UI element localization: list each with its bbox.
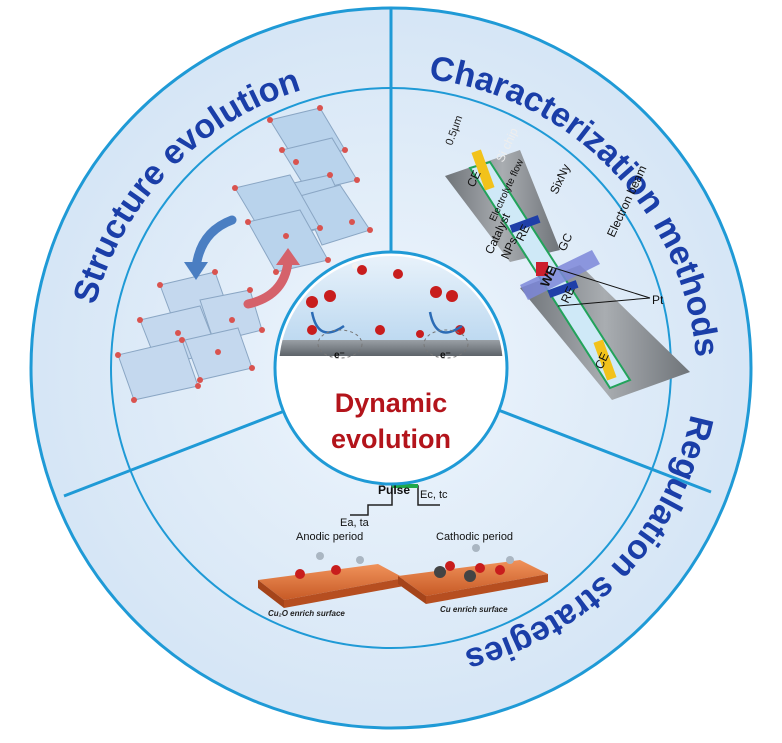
we-electrode xyxy=(536,262,548,276)
cu2o-surface-label: Cu₂O enrich surface xyxy=(268,609,345,618)
re-top-label: RE xyxy=(513,222,533,243)
water-molecules xyxy=(306,263,495,338)
electron-site-left xyxy=(317,329,363,359)
electron-beam-arrow xyxy=(520,250,600,300)
crystal-structure-illustration xyxy=(115,105,373,403)
transform-arrowhead-blue xyxy=(184,262,208,280)
electron-label-left: e⁻ xyxy=(334,350,345,361)
re-bottom-electrode xyxy=(547,280,579,298)
electron-site-right xyxy=(423,329,469,359)
cu-surface-label: Cu enrich surface xyxy=(440,605,508,614)
ce-bottom-label: CE xyxy=(592,350,612,371)
re-top-electrode xyxy=(509,215,541,233)
crystal-lattice-top xyxy=(234,107,371,273)
cu-surface-side xyxy=(398,576,426,604)
liquid-cell-illustration: 0.5μm Si chip SixNy CE Electrolyte flow … xyxy=(444,114,690,400)
re-bottom-label: RE xyxy=(558,284,578,305)
cu2o-surface-side xyxy=(258,580,284,608)
pulse-title: Pulse xyxy=(378,483,410,497)
ce-top-electrode xyxy=(471,149,495,191)
divider-left xyxy=(63,408,288,498)
cathodic-segment xyxy=(392,484,418,488)
cu2o-surface xyxy=(258,564,404,600)
ce-bottom-electrode xyxy=(593,339,617,381)
transform-arrow-red xyxy=(243,257,293,309)
electron-label-right: e⁻ xyxy=(440,350,451,361)
pt-label: Pt xyxy=(652,293,664,307)
cu-surface-front xyxy=(426,574,548,604)
pulse-waveform xyxy=(350,485,440,516)
center-title-line1: Dynamic xyxy=(335,388,448,418)
pt-pointer-2 xyxy=(557,297,651,307)
ea-ta-label: Ea, ta xyxy=(340,517,370,529)
center-title-line2: evolution xyxy=(331,424,451,454)
crystal-lattice-atoms-bottom xyxy=(115,269,265,403)
cathodic-period-label: Cathodic period xyxy=(436,531,513,543)
divider-right xyxy=(492,406,712,494)
crystal-lattice-atoms-top xyxy=(232,105,373,275)
crystal-lattice-bottom xyxy=(117,271,263,401)
pulse-illustration: Pulse Ec, tc Ea, ta Anodic period Cathod… xyxy=(258,483,548,618)
ec-tc-label: Ec, tc xyxy=(420,489,448,501)
electron-transfer-arrow-left xyxy=(310,311,345,334)
ce-top-label: CE xyxy=(464,168,484,189)
electrode-surface xyxy=(279,340,503,356)
transform-arrow-blue xyxy=(191,215,237,273)
electron-transfer-arrow-right xyxy=(428,311,463,334)
anodic-period-label: Anodic period xyxy=(296,531,363,543)
surface-molecules xyxy=(295,544,514,582)
pt-pointer xyxy=(547,265,651,299)
transform-arrowhead-red xyxy=(276,248,300,265)
cu2o-surface-front xyxy=(284,578,404,608)
